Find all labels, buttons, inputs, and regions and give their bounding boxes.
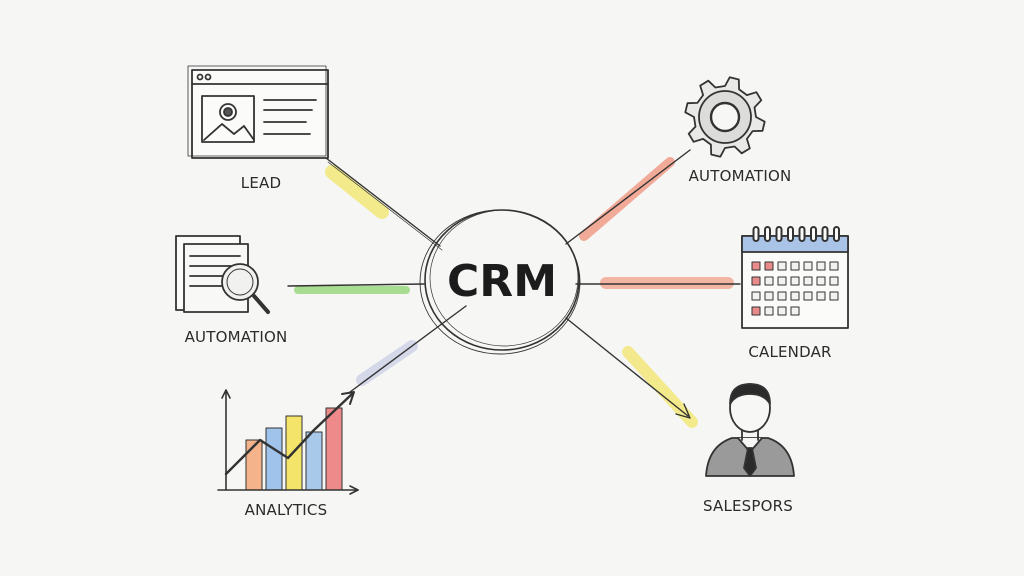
bar-1 [246,440,262,490]
calendar-day-cell [829,276,839,286]
calendar-day-cell [816,291,826,301]
calendar-day-cell [803,276,813,286]
gear-icon [684,76,766,158]
calendar-icon [741,226,849,329]
label-analytics: ANALYTICS [245,501,328,519]
calendar-day-cell [829,261,839,271]
person-icon [705,383,795,477]
calendar-day-cell [803,291,813,301]
calendar-ring [798,226,806,242]
calendar-ring [787,226,794,242]
calendar-day-cell [751,261,761,271]
calendar-day-cell [751,306,761,316]
calendar-day-cell [764,291,774,301]
connector-salespersons [565,317,689,417]
label-automation-left: AUTOMATION [185,328,288,346]
connector-lead [325,157,441,247]
arrowhead-salespersons [675,403,691,419]
connector-automation-left [287,283,425,287]
bar-5 [326,408,342,490]
calendar-day-cell [777,261,787,271]
connector-analytics [349,305,467,393]
center-label: CRM [447,256,557,307]
connector-lead-2 [327,161,443,251]
calendar-ring [833,226,840,242]
calendar-day-cell [829,291,839,301]
calendar-day-cell [790,306,800,316]
browser-window-icon [187,65,329,159]
calendar-day-cell [777,306,787,316]
document-search-icon [175,235,270,314]
label-salespersons: SALESPORS [703,497,793,515]
calendar-ring [821,226,829,242]
highlight-lead [325,165,389,219]
bar-chart-icon [217,389,359,495]
connector-automation-right [565,149,691,245]
bar-4 [306,432,322,490]
calendar-day-cell [764,306,774,316]
label-automation-right: AUTOMATION [689,167,792,185]
center-circle-sketch-2 [429,209,579,347]
calendar-ring [752,226,760,242]
highlight-strokes [294,157,734,428]
calendar-day-cell [764,276,774,286]
crm-center: CRM [419,209,581,355]
calendar-day-cell [764,261,774,271]
connector-lines [287,149,741,419]
calendar-day-cell [777,291,787,301]
calendar-day-cell [790,261,800,271]
label-calendar: CALENDAR [748,343,831,361]
label-lead: LEAD [241,174,281,192]
calendar-ring [764,226,771,242]
calendar-day-cell [790,276,800,286]
bar-2 [266,428,282,490]
highlight-automation-right [579,157,675,241]
calendar-day-cell [751,291,761,301]
calendar-day-cell [816,276,826,286]
calendar-ring [810,226,817,242]
calendar-day-cell [751,276,761,286]
calendar-ring [775,226,783,242]
calendar-day-cell [816,261,826,271]
calendar-day-cell [803,261,813,271]
calendar-day-cell [790,291,800,301]
calendar-day-cell [777,276,787,286]
